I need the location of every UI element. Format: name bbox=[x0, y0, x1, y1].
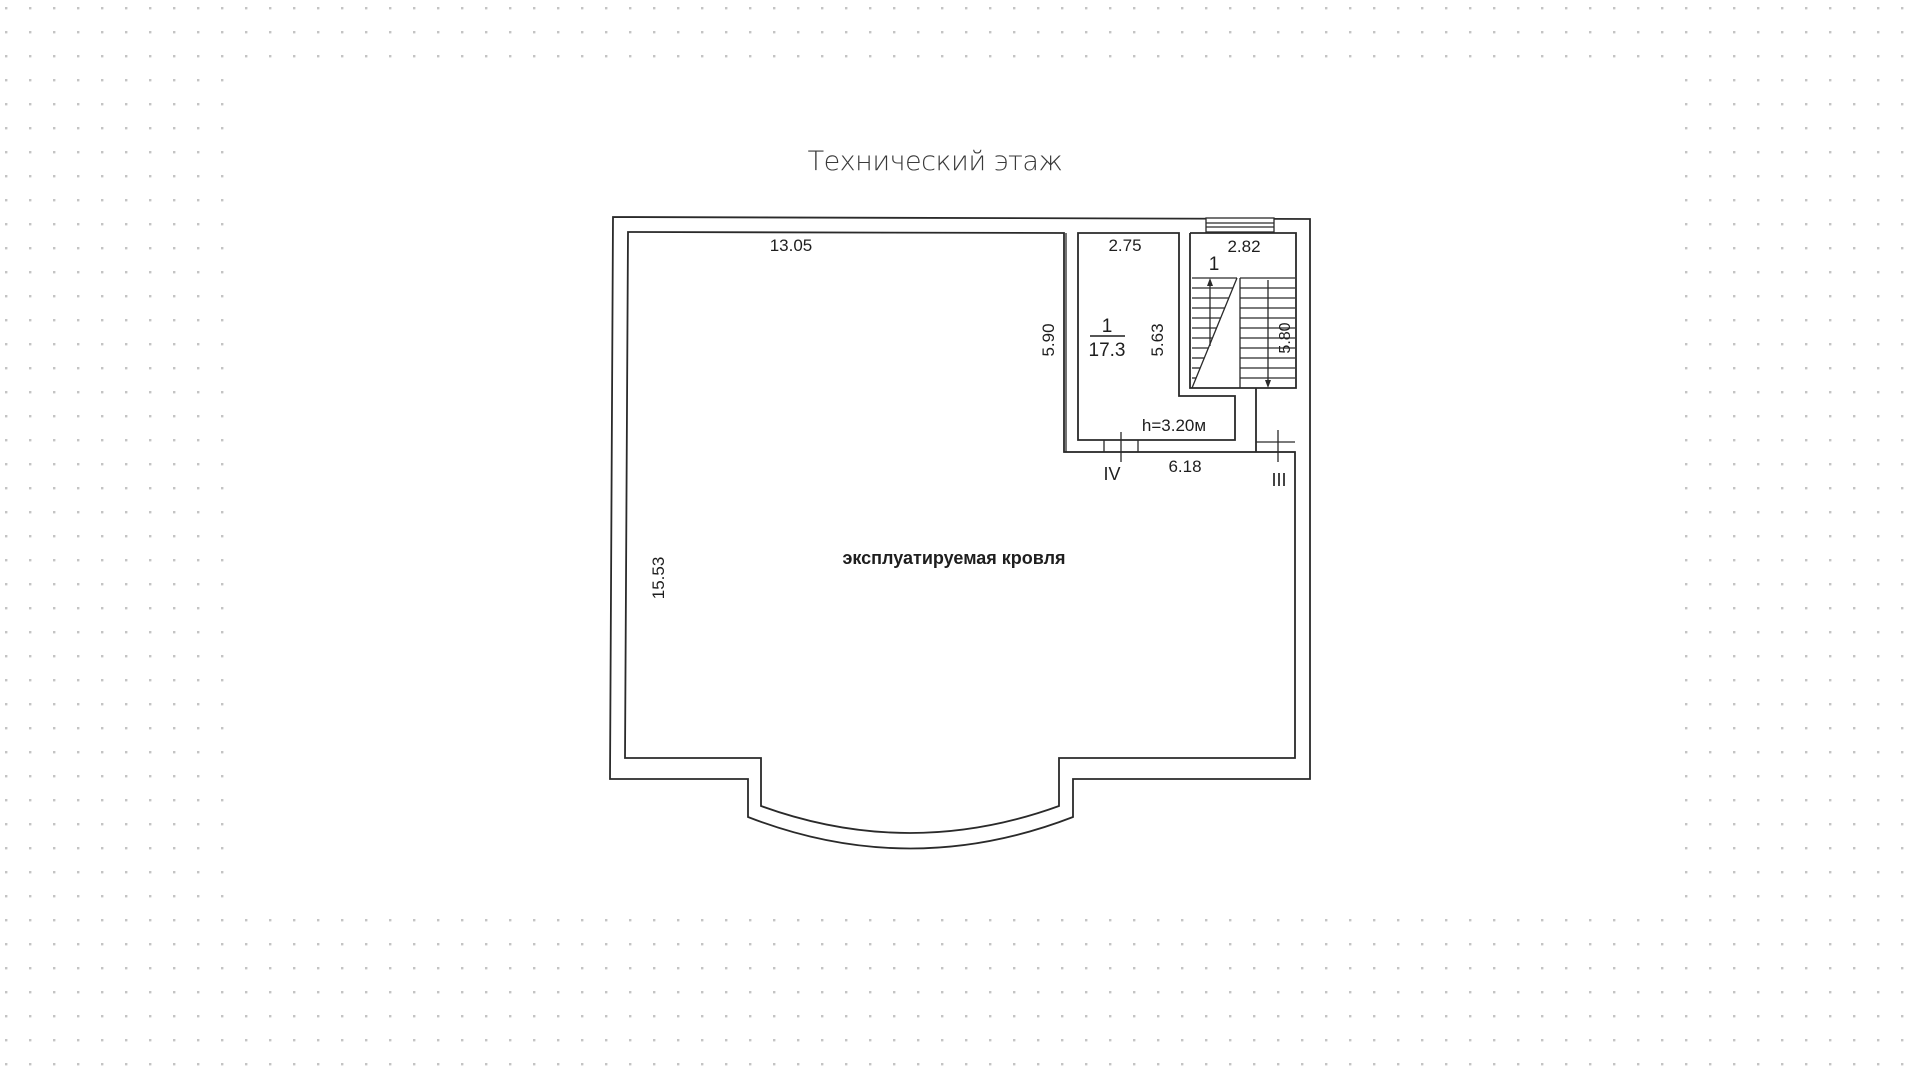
page-title: Технический этаж bbox=[807, 146, 1063, 177]
room-height: h=3.20м bbox=[1142, 416, 1206, 435]
dim-stair-width: 2.82 bbox=[1227, 237, 1260, 256]
window bbox=[1205, 217, 1275, 233]
stair-number: 1 bbox=[1209, 254, 1220, 275]
inner-wall-main-area bbox=[624, 231, 1296, 834]
dim-room-width: 2.75 bbox=[1108, 236, 1141, 255]
main-area-label: эксплуатируемая кровля bbox=[842, 548, 1065, 568]
outer-wall bbox=[609, 216, 1311, 850]
stair-room-walls bbox=[1189, 232, 1297, 452]
dim-room-depth: 5.63 bbox=[1148, 323, 1167, 356]
stair-flights bbox=[1191, 277, 1295, 389]
axis-label-iii: III bbox=[1271, 470, 1286, 490]
room-1-walls bbox=[1077, 232, 1236, 441]
room-area: 17.3 bbox=[1089, 340, 1126, 361]
room-number: 1 bbox=[1102, 316, 1113, 337]
axis-label-iv: IV bbox=[1103, 464, 1120, 484]
dim-main-width: 13.05 bbox=[770, 236, 813, 255]
dim-main-length: 15.53 bbox=[649, 557, 668, 600]
dim-block-width: 6.18 bbox=[1168, 457, 1201, 476]
dim-room-depth-outer: 5.90 bbox=[1039, 323, 1058, 356]
dim-stair-depth: 5.80 bbox=[1277, 322, 1294, 353]
